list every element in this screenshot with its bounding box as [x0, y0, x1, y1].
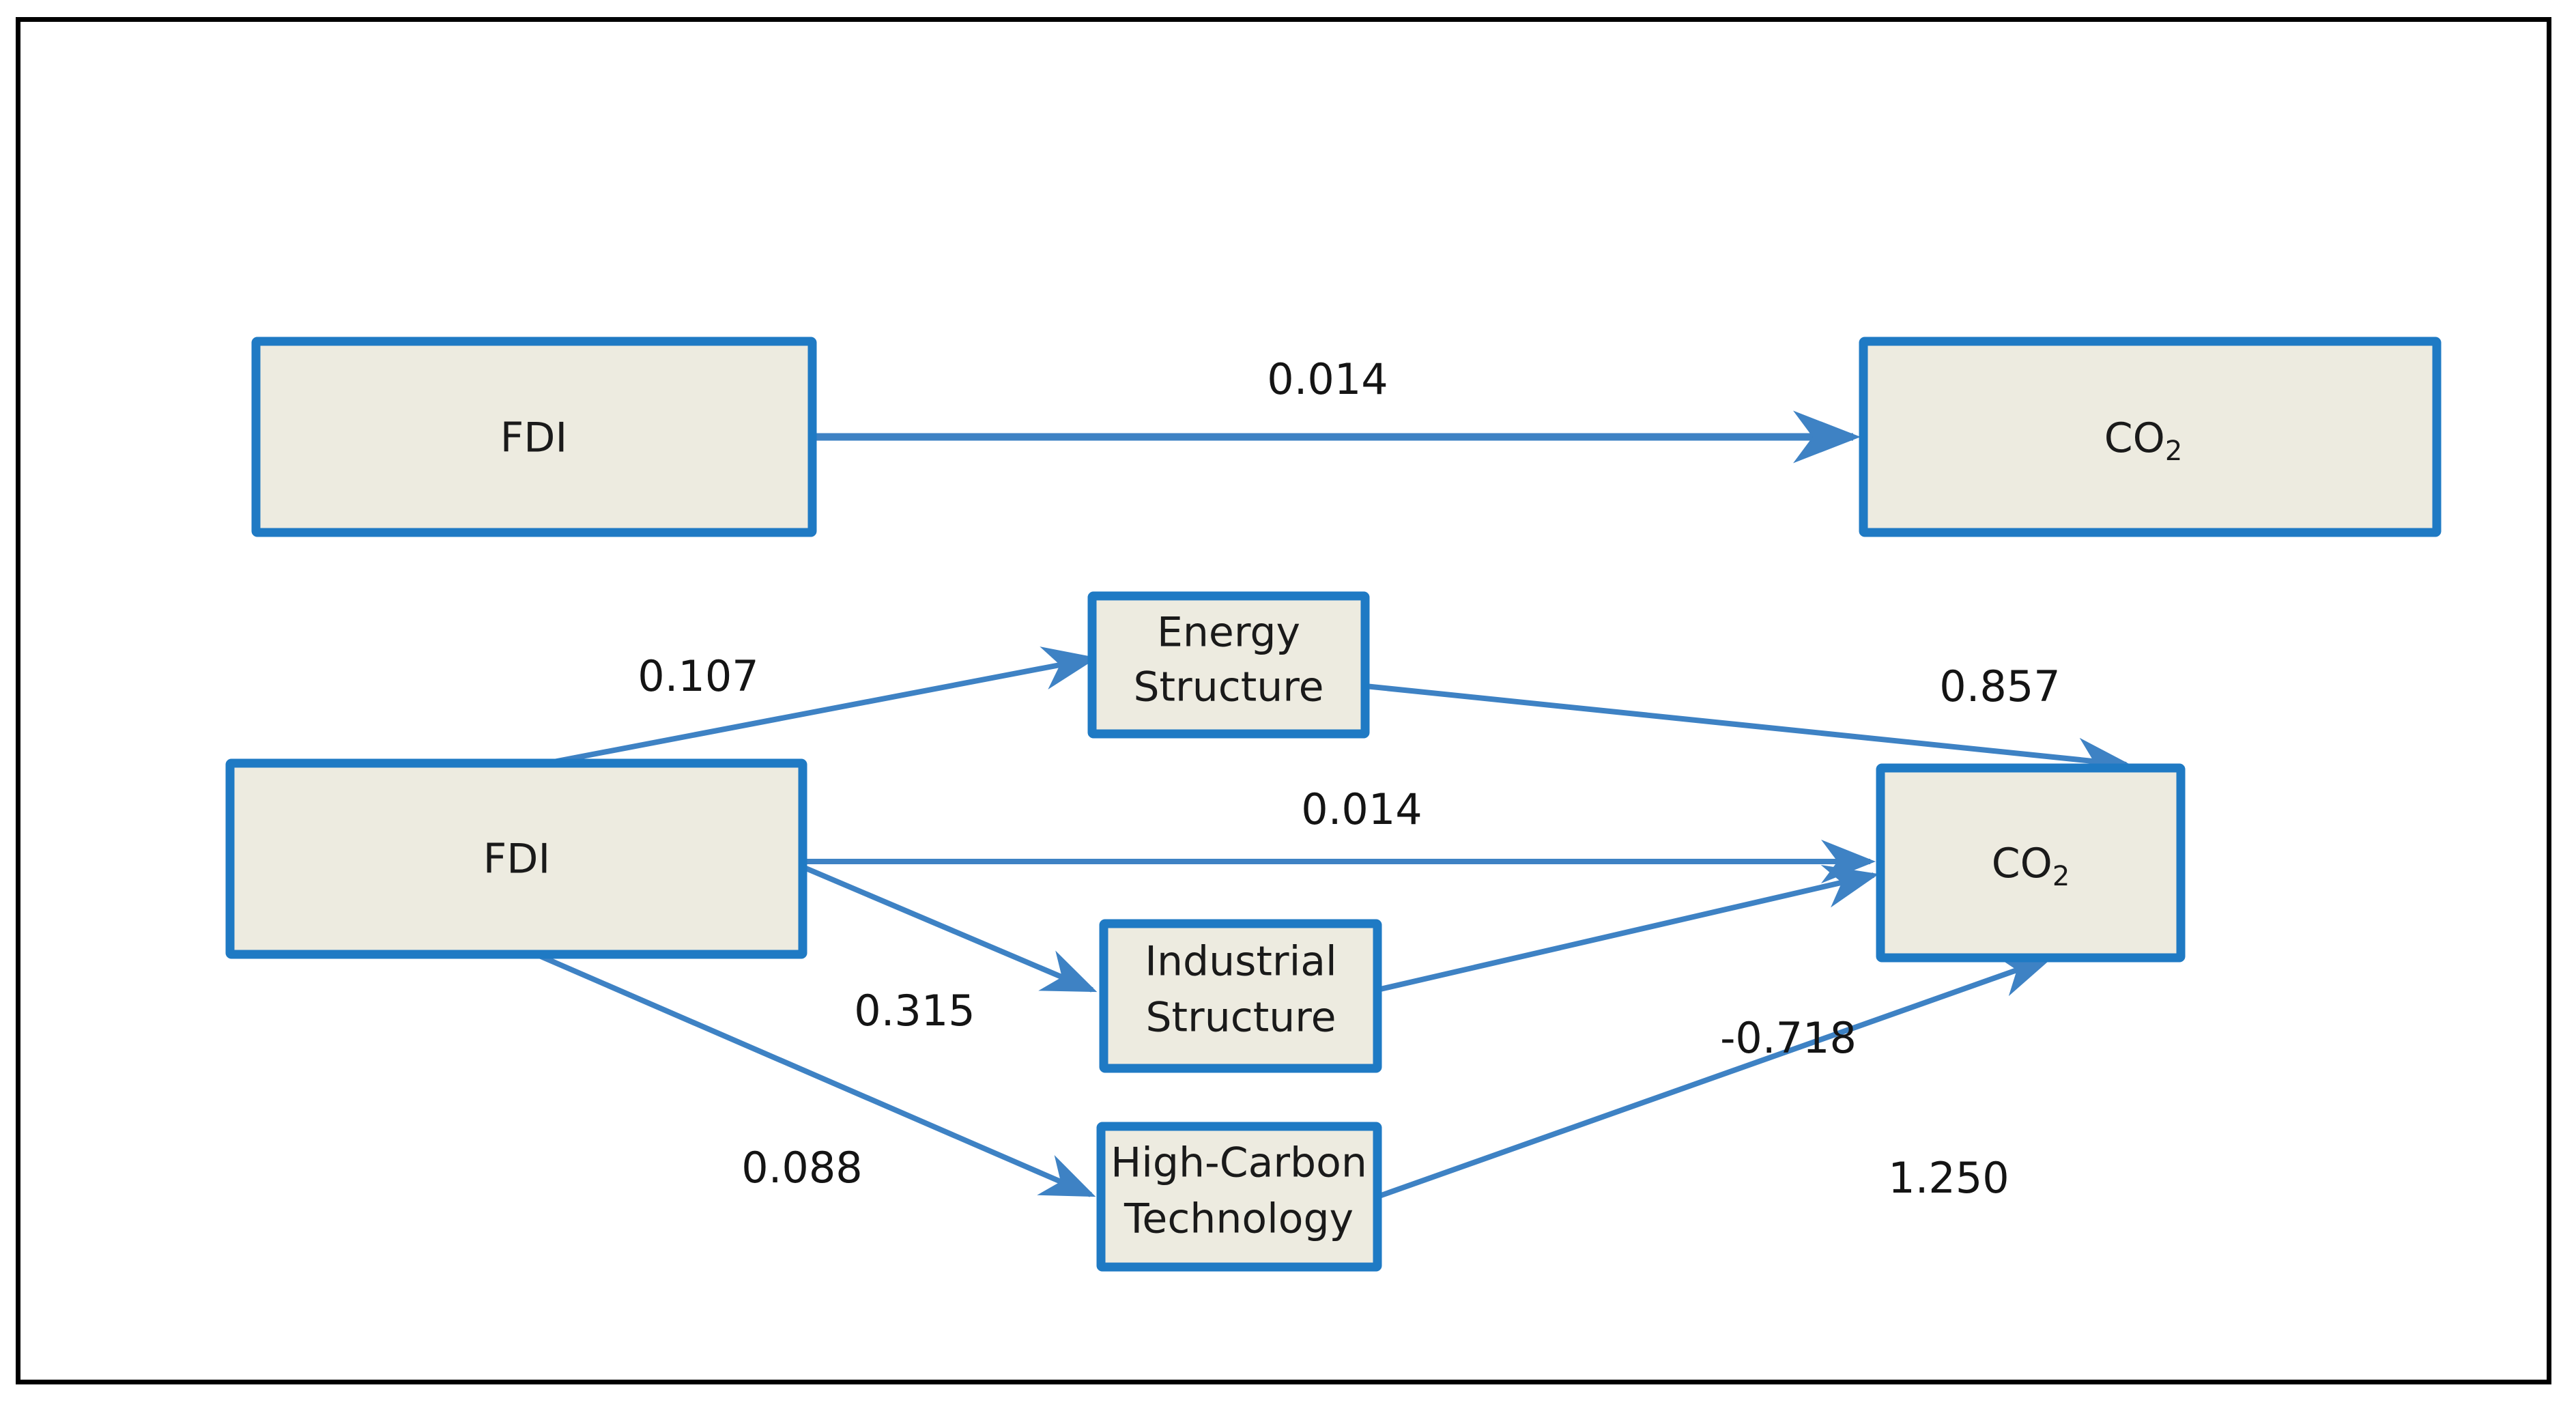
- edge-label-fdi-to-energy-structure: 0.107: [638, 651, 759, 701]
- node-co2-top-subscript: 2: [2165, 436, 2182, 467]
- node-co2-bottom-subscript: 2: [2052, 861, 2070, 892]
- edge-label-high-carbon-technology-to-co2: 1.250: [1888, 1153, 2009, 1203]
- node-high-carbon-technology-line1: High-Carbon: [1111, 1139, 1367, 1187]
- node-fdi-top-label: FDI: [500, 414, 567, 462]
- edge-high-carbon-technology-to-co2: [1376, 954, 2053, 1199]
- node-fdi-top[interactable]: FDI: [251, 337, 817, 537]
- edge-label-fdi-to-high-carbon-technology: 0.088: [741, 1143, 863, 1193]
- edge-label-fdi-top-to-co2-top: 0.014: [1267, 354, 1388, 404]
- node-co2-top[interactable]: CO2: [1859, 337, 2442, 537]
- node-co2-bottom-text: CO: [1992, 840, 2052, 887]
- node-energy-structure[interactable]: Energy Structure: [1087, 591, 1370, 739]
- edge-label-fdi-to-co2-direct: 0.014: [1301, 784, 1422, 834]
- node-high-carbon-technology[interactable]: High-Carbon Technology: [1096, 1122, 1382, 1272]
- node-energy-structure-line1: Energy: [1157, 609, 1300, 657]
- node-co2-bottom-label: CO2: [1992, 840, 2070, 892]
- edge-fdi-to-industrial-structure: [801, 864, 1098, 993]
- node-high-carbon-technology-line2: Technology: [1124, 1195, 1354, 1243]
- node-industrial-structure[interactable]: Industrial Structure: [1099, 919, 1382, 1073]
- edge-label-fdi-to-industrial-structure: 0.315: [854, 986, 975, 1036]
- edge-fdi-to-energy-structure: [539, 646, 1098, 767]
- node-industrial-structure-line2: Structure: [1145, 994, 1336, 1042]
- edge-industrial-structure-to-co2: [1377, 865, 1879, 993]
- edge-fdi-to-high-carbon-technology: [538, 953, 1096, 1197]
- edge-label-industrial-structure-to-co2: -0.718: [1720, 1013, 1857, 1063]
- node-industrial-structure-line1: Industrial: [1145, 938, 1336, 986]
- node-fdi-mid[interactable]: FDI: [225, 758, 807, 959]
- node-co2-top-label: CO2: [2104, 414, 2183, 467]
- node-co2-bottom[interactable]: CO2: [1876, 763, 2186, 963]
- edge-energy-structure-to-co2: [1364, 683, 2132, 782]
- node-co2-top-text: CO: [2104, 414, 2165, 462]
- edge-label-energy-structure-to-co2: 0.857: [1939, 661, 2061, 711]
- node-fdi-mid-label: FDI: [483, 836, 550, 883]
- node-energy-structure-line2: Structure: [1133, 664, 1323, 711]
